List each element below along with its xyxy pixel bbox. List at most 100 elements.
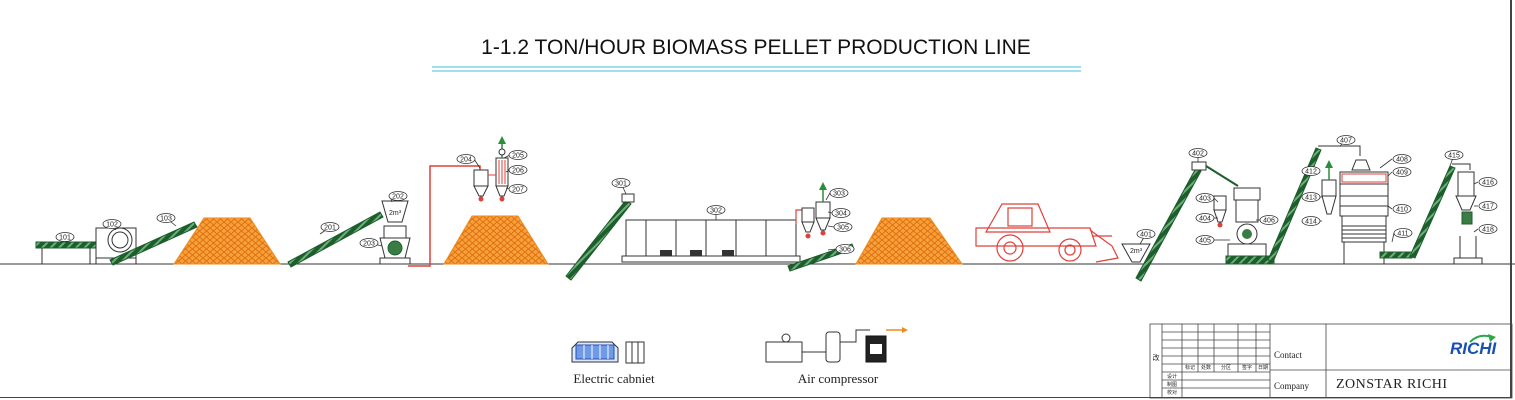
tag-305: 305 (833, 222, 853, 232)
tag-413: 413 (1301, 192, 1321, 202)
tb-col-count: 处数 (1201, 364, 1211, 371)
pellet-mill-404 (1225, 187, 1275, 265)
tag-405: 405 (1195, 235, 1215, 245)
svg-text:203: 203 (363, 241, 375, 248)
material-pile-3 (855, 217, 963, 265)
screw-conveyor-402 (1135, 161, 1207, 282)
wood-chipper-102 (95, 227, 137, 265)
svg-text:408: 408 (1396, 157, 1408, 164)
screw-conveyor-301 (565, 193, 635, 281)
svg-text:102: 102 (106, 222, 118, 229)
tag-302: 302 (706, 205, 726, 215)
electric-cabinet-icon (571, 341, 645, 364)
svg-text:204: 204 (460, 157, 472, 164)
svg-text:414: 414 (1305, 219, 1317, 226)
feed-conveyor-101 (35, 241, 97, 264)
svg-text:305: 305 (837, 225, 849, 232)
tag-103: 103 (156, 213, 176, 223)
packing-scale-416 (1453, 171, 1483, 265)
svg-text:403: 403 (1199, 196, 1211, 203)
cyclone-413 (1321, 160, 1337, 215)
cyclone-204 (473, 169, 489, 202)
tag-404: 404 (1195, 213, 1215, 223)
svg-text:410: 410 (1396, 207, 1408, 214)
cyclone-305 (815, 201, 831, 236)
tag-101: 101 (55, 232, 75, 242)
svg-text:418: 418 (1482, 227, 1494, 234)
tb-row-drawing: 制图 (1167, 381, 1177, 388)
svg-text:201: 201 (324, 225, 336, 232)
svg-text:301: 301 (615, 181, 627, 188)
title-block-company-label: Company (1274, 381, 1309, 391)
bucket-elevator-412 (1267, 145, 1361, 263)
tag-201: 201 (320, 222, 340, 232)
tag-412: 412 (1301, 166, 1321, 176)
conveyor-411 (1379, 251, 1413, 259)
rotary-dryer-302 (621, 219, 801, 263)
title-block-company-value: ZONSTAR RICHI (1336, 377, 1448, 392)
cyclone-304 (801, 207, 815, 239)
tb-col-date: 日期 (1258, 365, 1268, 371)
svg-text:206: 206 (512, 168, 524, 175)
tag-418: 418 (1478, 224, 1498, 234)
svg-text:202: 202 (392, 194, 404, 201)
svg-text:304: 304 (835, 211, 847, 218)
hopper-401: 2m³ (1121, 243, 1151, 263)
svg-text:205: 205 (512, 153, 524, 160)
svg-text:413: 413 (1305, 195, 1317, 202)
svg-text:417: 417 (1482, 204, 1494, 211)
tag-207: 207 (508, 184, 528, 194)
material-pile-1 (173, 217, 281, 265)
svg-text:207: 207 (512, 187, 524, 194)
tag-410: 410 (1392, 204, 1412, 214)
tag-414: 414 (1301, 216, 1321, 226)
svg-text:306: 306 (839, 247, 851, 254)
tag-204: 204 (456, 154, 476, 164)
tag-401: 401 (1136, 229, 1156, 239)
tag-102: 102 (102, 219, 122, 229)
hopper-202-volume: 2m³ (389, 210, 402, 217)
svg-text:411: 411 (1397, 231, 1408, 238)
tb-col-sign: 签字 (1242, 364, 1252, 371)
tag-403: 403 (1195, 193, 1215, 203)
svg-text:404: 404 (1199, 216, 1211, 223)
hopper-401-volume: 2m³ (1130, 248, 1143, 255)
hopper-202: 2m³ (381, 200, 409, 223)
bucket-elevator-415 (1409, 163, 1471, 259)
feed-pipe-402 (1205, 165, 1239, 187)
tag-415: 415 (1444, 150, 1464, 160)
tb-row-check: 校对 (1167, 389, 1177, 396)
richi-logo: RICHI (1450, 334, 1498, 358)
tag-402: 402 (1188, 148, 1208, 158)
tb-col-mark: 标记 (1185, 364, 1195, 371)
richi-logo-text: RICHI (1450, 339, 1498, 358)
hammer-mill-203 (379, 225, 411, 265)
tag-203: 203 (359, 238, 379, 248)
legend-electric-cabinet: Electric cabniet (573, 371, 655, 386)
svg-text:401: 401 (1140, 232, 1152, 239)
tag-406: 406 (1259, 215, 1279, 225)
svg-text:303: 303 (833, 191, 845, 198)
svg-text:415: 415 (1448, 153, 1460, 160)
tag-304: 304 (831, 208, 851, 218)
inclined-conveyor-103 (109, 221, 198, 266)
tag-417: 417 (1478, 201, 1498, 211)
cyclone-403 (1213, 195, 1227, 228)
tag-306: 306 (835, 244, 855, 254)
tag-205: 205 (508, 150, 528, 160)
svg-text:101: 101 (59, 235, 71, 242)
title-block (1149, 323, 1513, 399)
fan-205 (498, 136, 506, 158)
title-block-revision-char: 改 (1153, 353, 1160, 362)
svg-text:407: 407 (1340, 138, 1352, 145)
svg-text:103: 103 (160, 216, 172, 223)
svg-text:402: 402 (1192, 151, 1204, 158)
tb-col-zone: 分区 (1221, 364, 1231, 371)
svg-text:409: 409 (1396, 170, 1408, 177)
cooler-407 (1339, 159, 1389, 264)
bag-filter-206 (488, 157, 509, 202)
tag-408: 408 (1392, 154, 1412, 164)
tag-409: 409 (1392, 167, 1412, 177)
air-compressor-icon (765, 327, 908, 363)
